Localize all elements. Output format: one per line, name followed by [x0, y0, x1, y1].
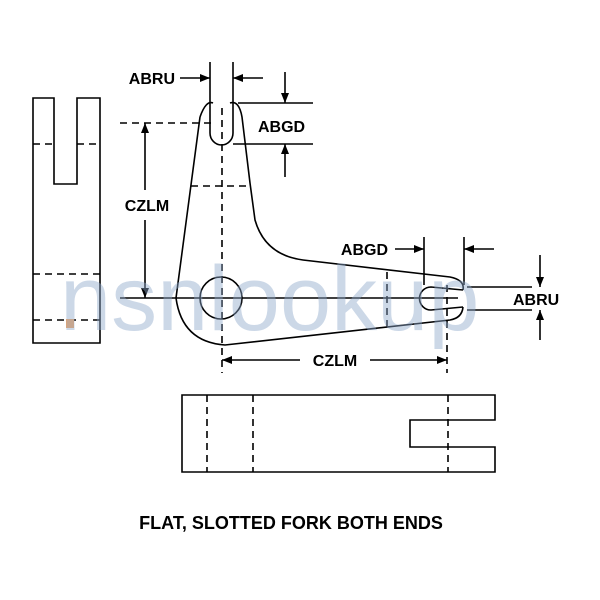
- dim-label-abgd-top: ABGD: [258, 119, 305, 136]
- dimension-abru-right: ABRU: [467, 255, 559, 340]
- dim-label-czlm-vertical: CZLM: [125, 198, 169, 215]
- front-view: [120, 101, 465, 373]
- bottom-view: [181, 394, 496, 473]
- dimension-abgd-right: ABGD: [341, 237, 494, 285]
- dimension-czlm-horizontal: CZLM: [222, 353, 447, 370]
- dim-label-abru-top: ABRU: [129, 71, 175, 88]
- watermark: nsnlookup: [60, 248, 479, 350]
- dimension-czlm-vertical: CZLM: [125, 123, 169, 298]
- caption: FLAT, SLOTTED FORK BOTH ENDS: [139, 513, 443, 533]
- dimension-abru-top: ABRU: [129, 62, 263, 103]
- dimension-abgd-top: ABGD: [233, 72, 313, 177]
- side-view: [32, 97, 101, 344]
- dim-label-czlm-horizontal: CZLM: [313, 353, 357, 370]
- dim-label-abgd-right: ABGD: [341, 242, 388, 259]
- marker-square: [66, 319, 74, 328]
- dim-label-abru-right: ABRU: [513, 292, 559, 309]
